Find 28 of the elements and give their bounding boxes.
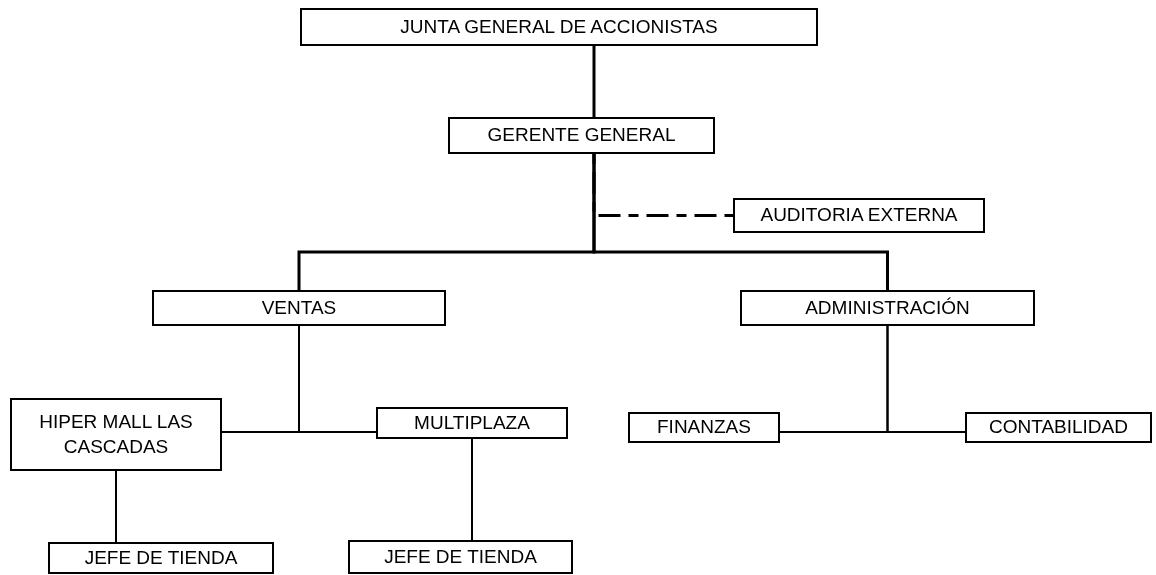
position-title: JUNTA GENERAL DE ACCIONISTAS [400,14,718,39]
org-box [448,117,715,154]
org-box [733,198,985,233]
position-title: AUDITORIA EXTERNA [760,203,958,228]
org-box [152,290,446,326]
connector-line [471,438,473,541]
org-box [376,407,568,439]
org-box [740,290,1035,326]
position-title: MULTIPLAZA [414,410,530,435]
connector-line [298,325,377,433]
position-title: VENTAS [261,295,337,320]
position-title: GERENTE GENERAL [487,123,676,148]
connector-line [592,154,889,290]
position-title: FINANZAS [657,415,751,440]
connector-line [115,470,117,543]
org-box [628,412,780,443]
org-box [300,8,818,46]
connector-line [592,46,596,117]
org-box [965,412,1152,443]
org-box [348,540,573,574]
position-title: JEFE DE TIENDA [84,545,238,570]
position-title: ADMINISTRACIÓN [805,295,970,320]
org-box [10,398,222,471]
position-title: JEFE DE TIENDA [384,544,537,569]
position-title: HIPER MALL LAS CASCADAS [38,409,194,459]
org-box [48,542,274,574]
connector-line [886,325,966,433]
position-title: CONTABILIDAD [989,415,1128,440]
